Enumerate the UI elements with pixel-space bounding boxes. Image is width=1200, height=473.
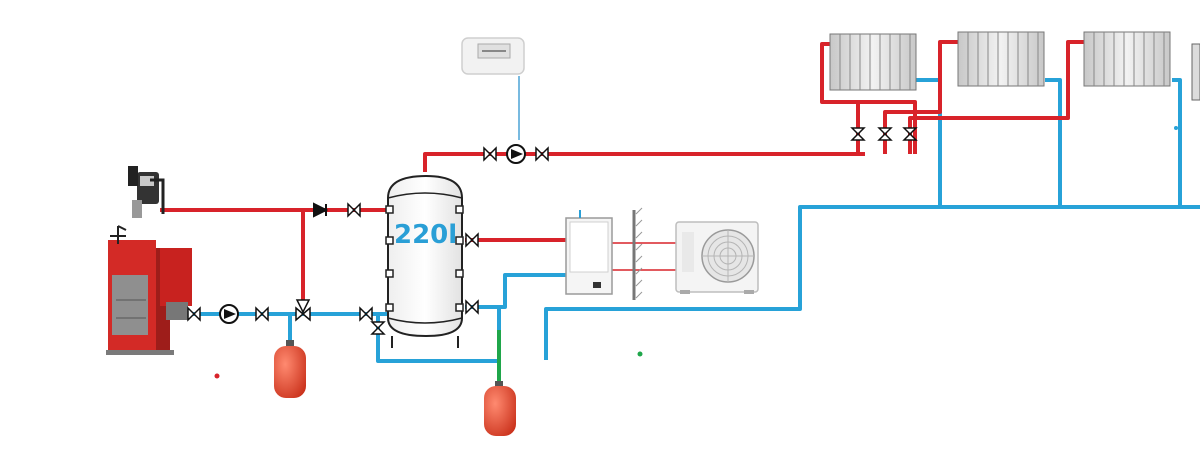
- valve-icon: [877, 127, 893, 141]
- valve-icon: [850, 127, 866, 141]
- radiator-1: [829, 33, 917, 91]
- boiler-door-panel: [112, 275, 148, 335]
- valve-icon: [465, 232, 479, 248]
- three-way-valve-icon: [295, 299, 311, 322]
- shutoff-valves: [187, 127, 918, 335]
- circulation-pump-radiators: [506, 144, 526, 164]
- expansion-vessel-left: [274, 340, 306, 398]
- boiler-base: [106, 350, 174, 355]
- refrigerant-lines: [612, 242, 676, 271]
- tsv-cap: [128, 166, 138, 186]
- heat-pump-indoor-unit: [565, 210, 613, 295]
- valve-icon: [359, 306, 373, 322]
- radiator-2-supply-pipe: [883, 40, 958, 154]
- radiator-2-return-pipe: [1045, 78, 1062, 207]
- radiator-3-return-pipe: [1172, 78, 1182, 207]
- boiler-hopper: [160, 248, 192, 306]
- radiator-4-edge: [1191, 43, 1200, 101]
- expansion-vessel-right: [484, 381, 516, 436]
- wall: [632, 207, 643, 300]
- buffer-tank: [385, 174, 464, 348]
- valve-icon: [483, 146, 497, 162]
- radiator-3: [1083, 31, 1171, 87]
- safety-valve-icon: [110, 225, 127, 244]
- valve-icon: [255, 306, 269, 322]
- radiator-2: [957, 31, 1045, 87]
- tank-return-from-hp-pipe: [465, 273, 568, 309]
- feeder-motor: [166, 302, 188, 320]
- valve-icon: [370, 321, 386, 335]
- return-pipes: [168, 78, 1200, 363]
- valve-icon: [535, 146, 549, 162]
- solid-fuel-boiler: [106, 166, 192, 355]
- valve-icon: [465, 299, 479, 315]
- buffer-tank-body: [387, 174, 463, 338]
- valve-icon: [347, 202, 361, 218]
- room-thermostat: [461, 37, 525, 140]
- circulation-pump-boiler: [219, 304, 239, 324]
- tank-ports: [385, 205, 464, 312]
- valve-icon: [187, 306, 201, 322]
- heat-pump-outdoor-unit: [675, 221, 759, 294]
- indoor-unit-display: [593, 282, 601, 288]
- valve-icon: [902, 127, 918, 141]
- tank-to-radiator-supply-pipe: [423, 152, 865, 172]
- main-return-line: [544, 205, 1200, 360]
- tank-capacity-label: 220l: [394, 220, 458, 250]
- radiator-1-supply-pipe: [820, 42, 858, 104]
- radiator-1-return-pipe: [916, 78, 942, 207]
- check-valve-icon: [313, 202, 329, 218]
- supply-pipes: [160, 40, 1085, 306]
